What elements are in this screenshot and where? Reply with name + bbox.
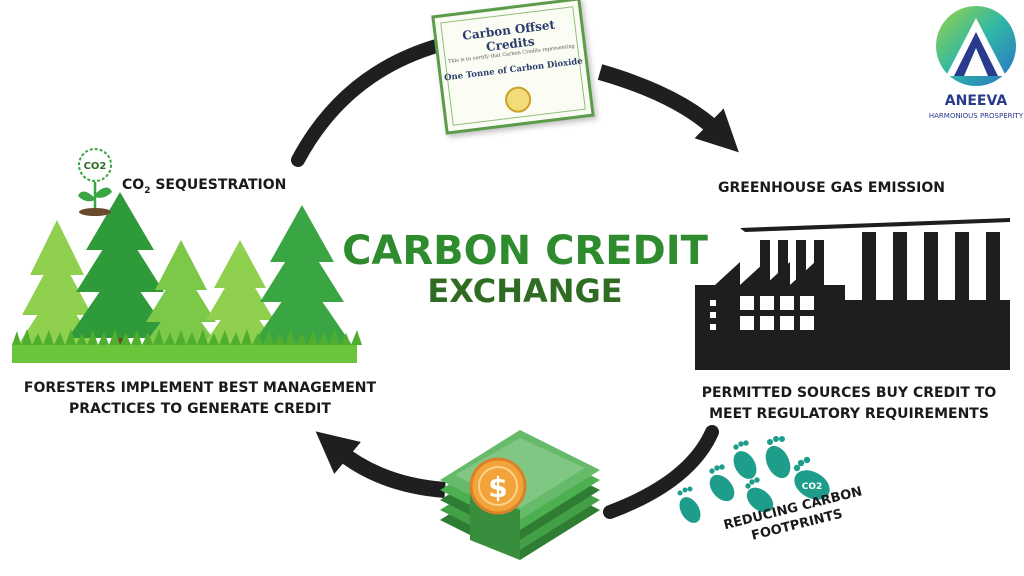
pine-tree [252,205,352,355]
footprint [677,486,701,523]
permitted-label-line1: PERMITTED SOURCES BUY CREDIT TO [701,385,997,401]
aneeva-logo: ANEEVA HARMONIOUS PROSPERITY [928,2,1024,127]
co2-sequestration-label: CO2 SEQUESTRATION [122,177,286,196]
footprint [765,436,791,479]
carbon-offset-certificate: Carbon Offset Credits This is to certify… [431,0,595,135]
footprint-co2-text: CO2 [802,482,823,492]
cycle-arrow-bottom-right [603,425,719,519]
pine-tree [68,192,172,355]
logo-name: ANEEVA [944,93,1008,109]
aneeva-logo-mark-icon [936,6,1016,86]
co2-label-suffix: SEQUESTRATION [150,177,287,193]
co2-icon-text: CO2 [84,161,107,172]
footprint [733,440,757,479]
co2-label-subscript: 2 [144,185,151,196]
dollar-coin-icon: $ [469,457,527,515]
co2-label-prefix: CO [122,177,145,193]
cycle-arrow-top-right [597,64,739,153]
cycle-arrow-bottom-left [315,431,446,498]
cycle-arrow-top-left [291,38,447,167]
permitted-sources-label: PERMITTED SOURCES BUY CREDIT TO MEET REG… [690,383,1008,425]
foresters-label-line1: FORESTERS IMPLEMENT BEST MANAGEMENT [23,380,377,396]
diagram-title-line1: CARBON CREDIT [342,228,708,274]
footprints-illustration: CO2 [677,436,830,523]
permitted-label-line2: MEET REGULATORY REQUIREMENTS [709,406,989,422]
svg-text:$: $ [488,471,507,504]
diagram-title-line2: EXCHANGE [427,272,623,310]
footprint-co2: CO2 [793,456,830,500]
grass [12,329,362,363]
footprint [745,477,774,513]
foresters-label: FORESTERS IMPLEMENT BEST MANAGEMENT PRAC… [10,378,390,420]
co2-sprout-icon: CO2 [78,148,112,216]
factory-illustration [695,218,1010,370]
logo-tagline: HARMONIOUS PROSPERITY [928,112,1024,120]
forest-illustration [12,192,362,363]
foresters-label-line2: PRACTICES TO GENERATE CREDIT [69,401,331,417]
greenhouse-gas-emission-label: GREENHOUSE GAS EMISSION [718,180,945,196]
footprint [709,464,735,502]
